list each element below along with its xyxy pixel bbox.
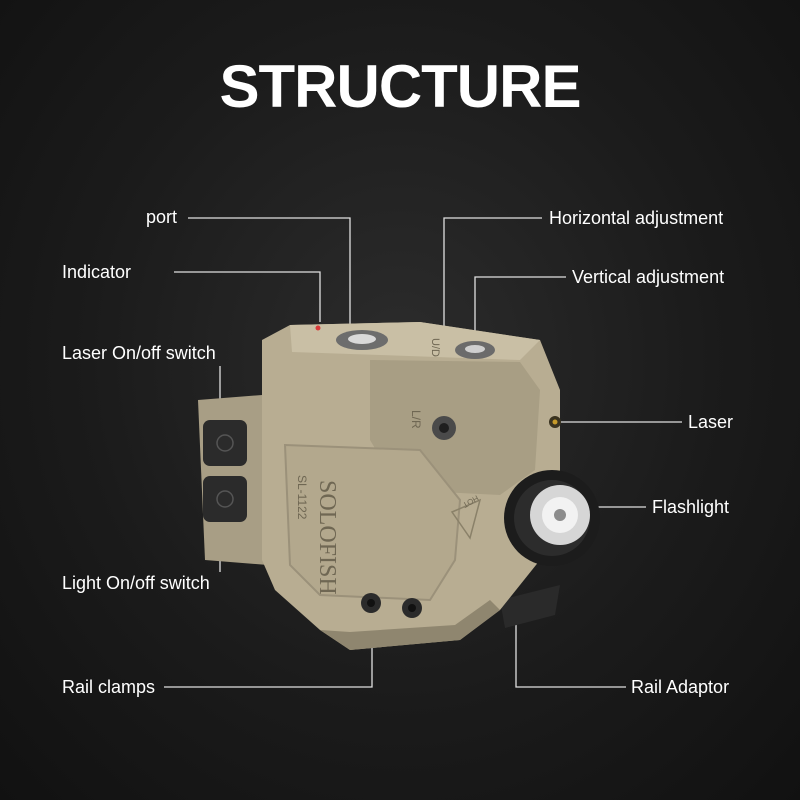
- leader-rail-adaptor: [515, 620, 626, 688]
- label-light-switch: Light On/off switch: [62, 573, 210, 593]
- leader-lines: [164, 217, 682, 688]
- device-brand-text: SOLOFISH: [314, 480, 340, 595]
- device-model-text: SL-1122: [295, 475, 309, 520]
- device-lr-text: L/R: [409, 410, 423, 429]
- light-switch-icon: [216, 490, 234, 508]
- label-vertical-adjustment: Vertical adjustment: [572, 267, 725, 287]
- leader-port: [188, 217, 351, 328]
- leader-vertical: [474, 276, 566, 345]
- indicator-led: [315, 325, 321, 331]
- label-rail-adaptor: Rail Adaptor: [631, 677, 730, 697]
- hot-warning-icon: [450, 498, 482, 540]
- label-flashlight: Flashlight: [652, 497, 730, 517]
- label-laser-switch: Laser On/off switch: [62, 343, 216, 363]
- label-rail-clamps: Rail clamps: [62, 677, 156, 697]
- page-title: STRUCTURE: [219, 53, 582, 120]
- label-port: port: [146, 207, 178, 227]
- rail-adaptor-part: [500, 585, 560, 628]
- body-bottom: [320, 600, 500, 650]
- laser-switch-button: [203, 420, 247, 466]
- laser-switch-icon: [216, 434, 234, 452]
- tactical-light-device: SOLOFISH SL-1122 L/R U/D HOT: [198, 322, 600, 650]
- light-switch-button: [203, 476, 247, 522]
- logo-panel: [283, 443, 462, 602]
- device-ud-text: U/D: [429, 338, 441, 357]
- label-laser: Laser: [688, 412, 734, 432]
- label-indicator: Indicator: [62, 262, 132, 282]
- label-horizontal-adjustment: Horizontal adjustment: [549, 208, 724, 228]
- leader-indicator: [174, 271, 321, 322]
